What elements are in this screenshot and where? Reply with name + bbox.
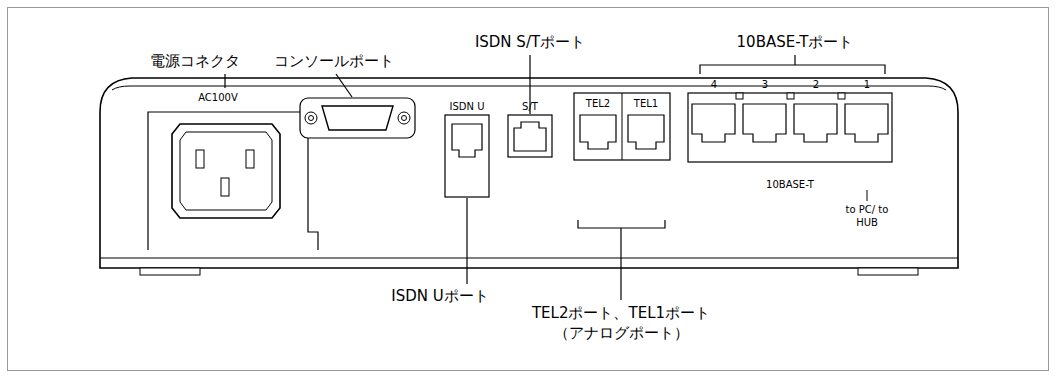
jack-notch (736, 93, 743, 99)
rj-jack (794, 104, 837, 142)
jack-notch (838, 93, 845, 99)
bracket (578, 220, 665, 228)
leader-line (794, 55, 795, 65)
callout-label: 電源コネクタ (150, 52, 240, 72)
power-pin (221, 178, 229, 196)
panel-label: TEL2 (586, 97, 610, 110)
router-body (100, 78, 958, 268)
panel-label: 10BASE-T (766, 178, 814, 191)
leader-line (466, 198, 467, 284)
panel-label: to PC/ to HUB (842, 203, 892, 229)
rj-jack (845, 104, 888, 142)
bracket (700, 65, 885, 74)
leader-line (336, 74, 352, 97)
foot (858, 268, 918, 275)
panel-label: ISDN U (450, 100, 485, 113)
callout-label: ISDN S/Tポート (475, 33, 585, 53)
callout-label: TEL2ポート、TEL1ポート （アナログポート） (514, 304, 729, 343)
power-pin (196, 150, 204, 168)
tel-divider (622, 93, 623, 160)
screw (398, 112, 410, 124)
figure-frame (8, 8, 1049, 371)
body-ridge (112, 86, 946, 90)
isdn-u-frame (445, 115, 489, 197)
leader-line (224, 74, 225, 88)
foot (140, 268, 200, 275)
body-edge (100, 258, 958, 259)
rj-jack (692, 104, 735, 142)
screw (309, 116, 314, 121)
rj-jack (628, 115, 664, 149)
dsub-shell (322, 106, 393, 130)
port-number: 2 (813, 78, 819, 91)
port-number: 3 (762, 78, 768, 91)
power-pin (246, 150, 254, 168)
rj-jack (580, 115, 616, 149)
port-number: 4 (711, 78, 717, 91)
port-tick (867, 190, 868, 201)
power-socket (172, 124, 280, 218)
callout-label: コンソールポート (274, 52, 394, 72)
screw (305, 112, 317, 124)
tel-frame (574, 93, 670, 160)
rj-jack (743, 104, 786, 142)
panel-label: S/T (522, 100, 538, 113)
panel-label: AC100V (198, 91, 238, 104)
rj-jack (514, 122, 546, 151)
power-panel (148, 112, 318, 250)
power-socket-inner (180, 132, 272, 210)
jack-notch (787, 93, 794, 99)
rj-jack (452, 124, 482, 157)
callout-label: ISDN Uポート (391, 287, 488, 307)
panel-label: TEL1 (634, 97, 658, 110)
st-frame (508, 115, 552, 157)
lan-frame (688, 93, 892, 162)
screw (402, 116, 407, 121)
leader-line (620, 228, 621, 300)
console-frame (300, 98, 415, 138)
port-number: 1 (864, 78, 870, 91)
callout-label: 10BASE-Tポート (737, 33, 854, 53)
